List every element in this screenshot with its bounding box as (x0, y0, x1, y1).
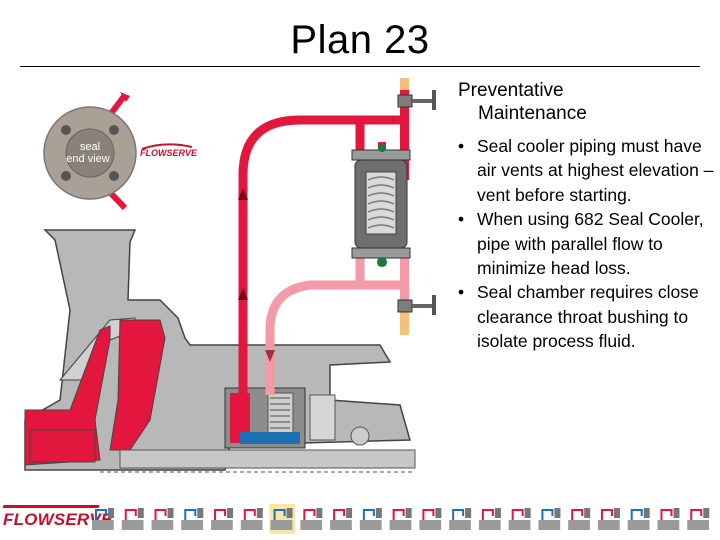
vent-valve-top (397, 90, 436, 110)
bullet-item: Seal cooler piping must have air vents a… (458, 134, 716, 207)
seal-chamber (224, 387, 370, 449)
seal-end-view: seal end view (43, 92, 137, 211)
bullet-list: Seal cooler piping must have air vents a… (458, 134, 716, 354)
plan-thumbnail (240, 508, 263, 530)
plan-thumbnail (657, 508, 680, 530)
plan-thumbnail (419, 508, 442, 530)
plan-thumbnail (300, 508, 323, 530)
plan-thumbnail (597, 508, 620, 530)
plan-thumbnail (211, 508, 234, 530)
plan-thumbnail (181, 508, 204, 530)
plan-thumbnail (359, 508, 382, 530)
vent-riser (360, 78, 409, 335)
bullet-item: When using 682 Seal Cooler, pipe with pa… (458, 207, 716, 280)
heading-line-1: Preventative (458, 80, 564, 101)
svg-text:FLOWSERVE: FLOWSERVE (140, 148, 198, 158)
plan-thumbnail (151, 508, 174, 530)
plan-thumbnail (92, 508, 114, 530)
section-heading: Preventative Maintenance (458, 79, 708, 125)
plan-thumbnail (449, 508, 472, 530)
heading-line-2: Maintenance (478, 103, 587, 124)
flowserve-logo: FLOWSERVE (3, 510, 113, 529)
plan-thumbnail (389, 508, 412, 530)
title-rule (20, 66, 700, 67)
vent-valve-bottom (397, 295, 436, 315)
hot-return-line (238, 115, 365, 395)
cool-supply-line (265, 255, 365, 395)
plan-thumbnail (568, 508, 591, 530)
plan-thumbnail (330, 508, 353, 530)
plan-thumbnail (627, 508, 650, 530)
seal-label-line-1: seal (80, 141, 100, 153)
plan-thumbnail-strip (92, 504, 710, 534)
plan-thumbnail (538, 508, 561, 530)
plan-thumbnail (508, 508, 531, 530)
plan-thumbnail (478, 508, 501, 530)
plan-thumbnail (269, 504, 296, 534)
seal-cooler (351, 142, 411, 267)
flowserve-small-logo: FLOWSERVE (140, 143, 198, 158)
shaft (119, 449, 416, 469)
plan-thumbnail (121, 508, 144, 530)
seal-label-line-2: end view (66, 153, 109, 165)
plan-23-diagram: seal end view FLOWSERVE (24, 78, 436, 473)
plan-thumbnail (687, 508, 710, 530)
bullet-item: Seal chamber requires close clearance th… (458, 280, 716, 353)
slide-title: Plan 23 (290, 18, 430, 62)
